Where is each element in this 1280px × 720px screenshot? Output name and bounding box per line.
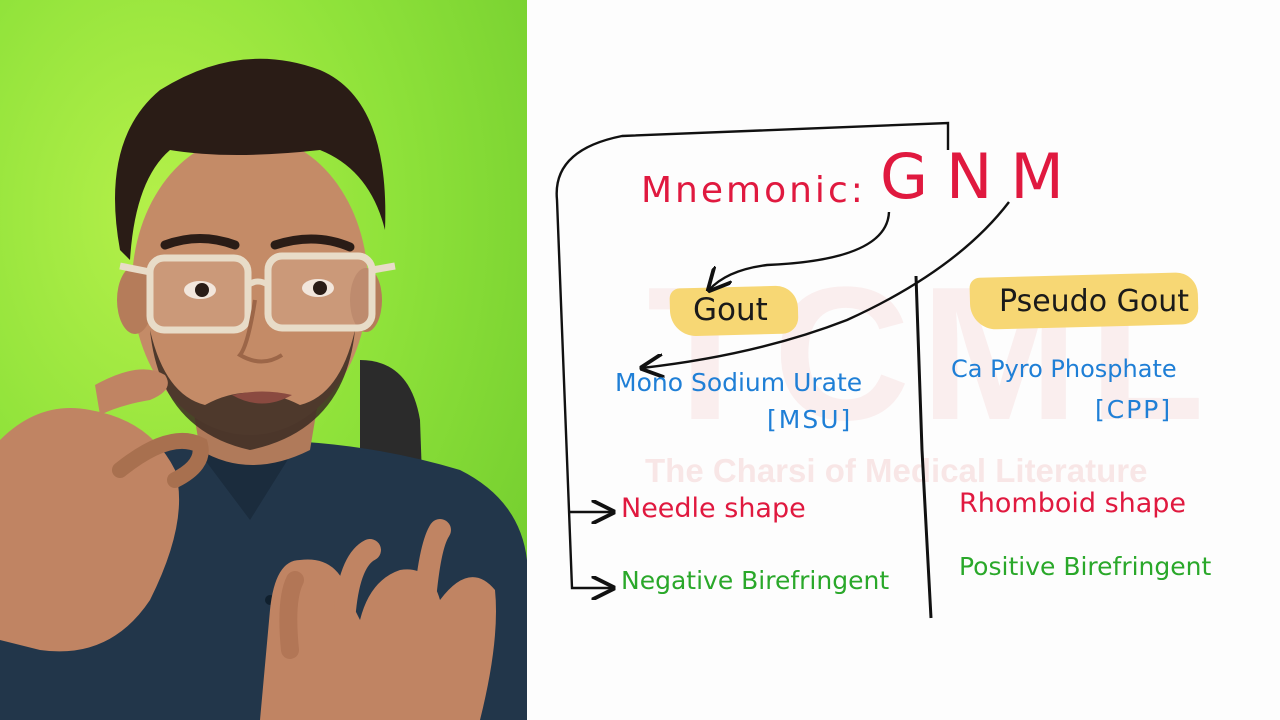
gout-crystal-name: Mono Sodium Urate — [615, 368, 863, 397]
gout-crystal-abbrev: [MSU] — [767, 405, 853, 434]
m-bracket-line — [555, 121, 950, 588]
connector-lines — [555, 121, 1010, 619]
pseudogout-crystal-name: Ca Pyro Phosphate — [951, 355, 1177, 383]
pseudogout-shape: Rhomboid shape — [959, 488, 1187, 519]
mnemonic-label: Mnemonic: — [641, 170, 866, 211]
whiteboard: TCML The Charsi of Medical Literature Mn… — [527, 0, 1280, 720]
presenter-video-panel — [0, 0, 527, 720]
pseudogout-birefringence: Positive Birefringent — [959, 552, 1212, 581]
gout-birefringence: Negative Birefringent — [621, 566, 890, 595]
gout-heading: Gout — [693, 292, 768, 328]
n-to-msu-arrow — [642, 201, 1010, 368]
column-divider — [914, 275, 933, 619]
gout-shape: Needle shape — [621, 493, 806, 524]
watermark-subtitle: The Charsi of Medical Literature — [645, 452, 1148, 489]
pseudogout-crystal-abbrev: [CPP] — [1095, 395, 1173, 424]
presenter-figure — [0, 58, 527, 720]
pseudogout-heading: Pseudo Gout — [999, 284, 1189, 319]
mnemonic-word: GNM — [880, 140, 1082, 213]
g-to-gout-arrow — [709, 211, 891, 290]
